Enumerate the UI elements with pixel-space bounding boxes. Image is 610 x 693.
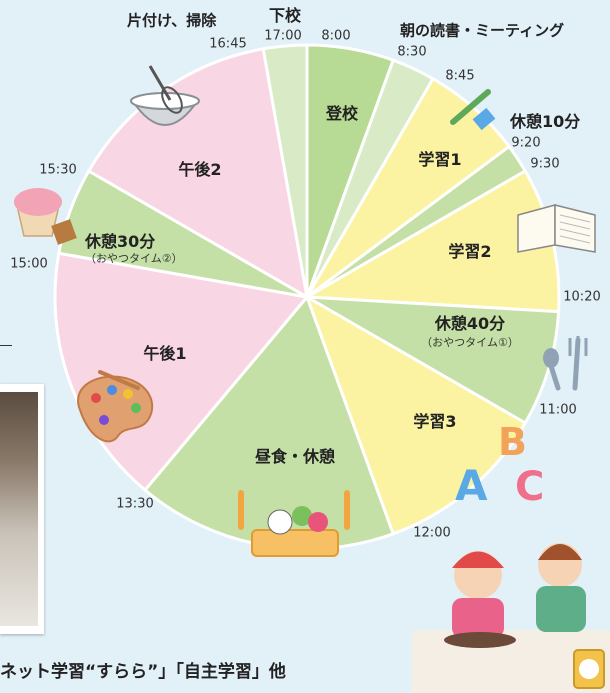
sublabel-break40: （おやつタイム①）: [421, 336, 519, 349]
sublabel-break30: （おやつタイム②）: [85, 252, 183, 265]
label-afternoon2: 午後2: [178, 160, 222, 179]
label-break30: 休憩30分: [85, 232, 156, 251]
label-break40: 休憩40分: [434, 314, 506, 333]
time-label-17-00: 17:00: [264, 28, 302, 44]
classroom-photo: [0, 392, 38, 626]
pencil-icon: [450, 89, 496, 131]
bottom-caption: ネット学習“すらら”」「自主学習」他: [0, 662, 286, 682]
label-lunch: 昼食・休憩: [254, 447, 336, 466]
time-label-8-00: 8:00: [321, 28, 351, 44]
svg-text:C: C: [515, 464, 544, 510]
label-study3: 学習3: [413, 412, 457, 431]
whisk-bowl-icon: [130, 65, 200, 126]
time-label-8-45: 8:45: [445, 68, 475, 84]
bento-icon: [238, 490, 350, 557]
time-label-10-20: 10:20: [563, 289, 601, 305]
label-study2: 学習2: [448, 242, 492, 261]
time-label-15-30: 15:30: [39, 162, 77, 178]
label-study1: 学習1: [418, 150, 462, 169]
label-break10: 休憩10分: [510, 112, 581, 131]
palette-icon: [77, 370, 154, 443]
label-arrival: 登校: [325, 104, 359, 123]
segment-study3: [304, 293, 528, 536]
label-afternoon1: 午後1: [143, 344, 187, 363]
fork-spoon-icon: [543, 336, 588, 391]
photo-card: [0, 384, 44, 634]
segment-cleanup: [261, 43, 309, 298]
time-label-15-00: 15:00: [10, 256, 48, 272]
svg-text:B: B: [498, 420, 527, 464]
time-label-13-30: 13:30: [116, 496, 154, 512]
time-label-11-00: 11:00: [539, 402, 577, 418]
time-label-8-30: 8:30: [397, 44, 427, 60]
book-icon: [517, 204, 596, 253]
time-label-12-00: 12:00: [413, 525, 451, 541]
time-label-16-45: 16:45: [209, 36, 247, 52]
label-cleanup: 片付け、掃除: [127, 11, 217, 30]
end-label: 下校: [268, 6, 302, 25]
segment-break40: [306, 295, 561, 426]
label-morning: 朝の読書・ミーティング: [400, 21, 565, 40]
svg-text:A: A: [455, 461, 488, 510]
cupcake-icon: [14, 188, 77, 245]
time-label-9-20: 9:20: [511, 135, 541, 151]
time-label-9-30: 9:30: [530, 156, 560, 172]
children-cooking-illustration: [412, 543, 610, 693]
divider-line: [0, 345, 12, 346]
